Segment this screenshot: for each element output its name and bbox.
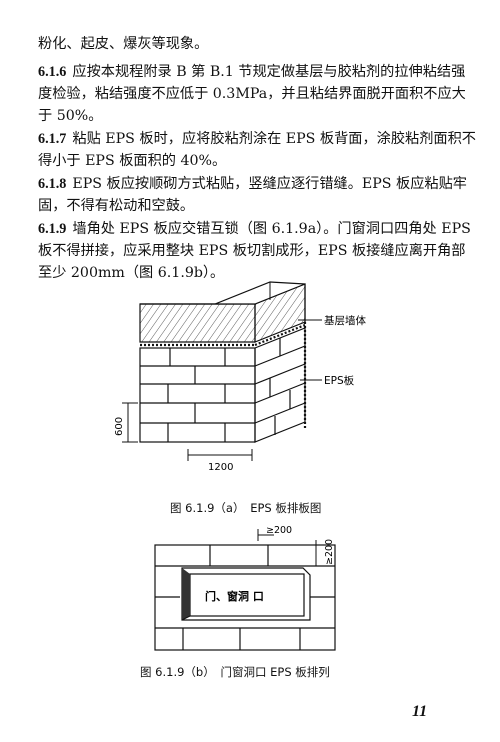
eps-side-face [254,327,306,443]
figure-b-caption: 图 6.1.9（b） 门窗洞口 EPS 板排列 [140,665,330,679]
section-number: 6.1.9 [38,221,67,237]
section-text: 应按本规程附录 B 第 B.1 节规定做基层与胶粘剂的拉伸粘结强度检验，粘结强度… [38,64,466,124]
section-number: 6.1.7 [38,131,67,147]
figure-a-caption: 图 6.1.9（a） EPS 板排板图 [170,501,322,515]
label-eps: EPS板 [324,374,355,387]
dimension-width [187,449,253,461]
section-number: 6.1.8 [38,176,67,192]
opening-shape [181,567,311,621]
dim-width-label: 1200 [208,462,233,473]
section-text: 墙角处 EPS 板应交错互锁（图 6.1.9a）。门窗洞口四角处 EPS 板不得… [38,221,471,281]
base-wall-top-surface [140,281,306,305]
label-opening: 门、窗洞 口 [205,589,264,603]
label-base-wall: 基层墙体 [324,314,366,327]
dimension-b-horizontal [257,529,274,541]
figure-b-opening [154,544,336,651]
section-text: EPS 板应按顺砌方式粘贴，竖缝应逐行错缝。EPS 板应粘贴牢固，不得有松动和空… [38,176,467,214]
section-number: 6.1.6 [38,64,67,80]
dimension-b-vertical [310,540,322,567]
dim-b-vertical-label: ≥200 [324,539,335,565]
base-wall-top-front [139,303,256,343]
section-text: 粘贴 EPS 板时，应将胶粘剂涂在 EPS 板背面，涂胶粘剂面积不得小于 EPS… [38,131,476,169]
page-number: 11 [412,703,428,720]
dim-b-horizontal-label: ≥200 [266,525,292,536]
dim-height-label: 600 [114,417,125,436]
dimension-height [122,402,138,443]
intro-line: 粉化、起皮、爆灰等现象。 [38,36,209,52]
eps-front-face [139,347,256,443]
